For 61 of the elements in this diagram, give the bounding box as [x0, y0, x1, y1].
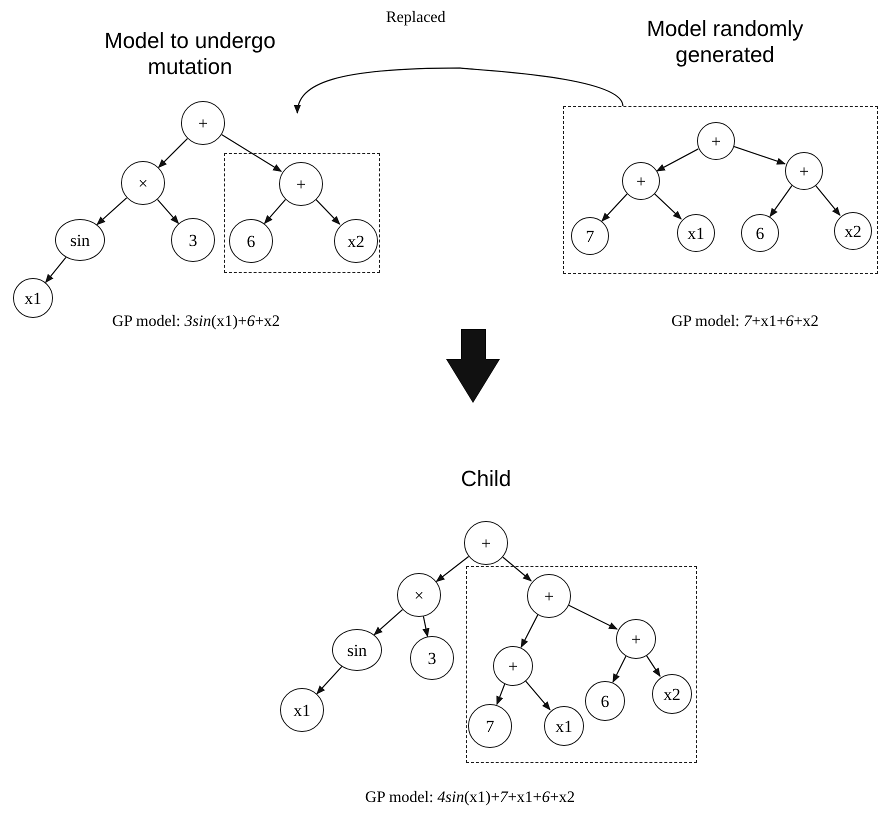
dashed-subtree-box	[563, 106, 878, 274]
arrow	[814, 184, 841, 216]
tree-node-circle: +	[785, 152, 823, 190]
arrow	[502, 556, 532, 582]
tree-node-circle: 6	[229, 219, 273, 263]
tree-node-circle: 3	[410, 636, 454, 680]
arrow	[45, 256, 66, 284]
tree-node-circle: ×	[121, 161, 165, 205]
tree-node-circle: x1	[13, 278, 53, 318]
arrow	[436, 556, 469, 582]
model-formula: GP model: 3sin(x1)+6+x2	[111, 312, 281, 332]
tree-node-circle: +	[493, 646, 533, 686]
tree-node-circle: x1	[677, 214, 715, 252]
tree-node-circle: +	[616, 619, 656, 659]
tree-heading: Model randomly generated	[646, 16, 804, 68]
tree-node-circle: sin	[332, 629, 382, 671]
tree-node-circle: 6	[741, 214, 779, 252]
arrow	[374, 609, 403, 636]
arrow	[612, 656, 627, 683]
arrow	[157, 199, 180, 224]
arrow	[732, 146, 786, 165]
arrow	[645, 654, 661, 678]
arrow	[653, 192, 682, 220]
tree-node-circle: +	[279, 162, 323, 206]
tree-node-circle: 7	[468, 704, 512, 748]
arrow	[264, 199, 286, 224]
tree-node-circle: x2	[334, 219, 378, 263]
arrow	[496, 683, 506, 706]
arrow	[221, 134, 282, 172]
tree-node-circle: 7	[571, 217, 609, 255]
tree-node-circle: x2	[652, 674, 692, 714]
arrow	[314, 198, 340, 225]
tree-node-circle: ×	[397, 573, 441, 617]
arrow	[96, 197, 128, 226]
tree-heading: Model to undergo mutation	[103, 28, 277, 80]
arrow	[769, 185, 792, 218]
arrow	[601, 194, 628, 222]
dashed-subtree-box	[224, 153, 380, 273]
tree-node-circle: +	[181, 101, 225, 145]
tree-heading: Child	[460, 466, 512, 492]
tree-node-circle: +	[697, 122, 735, 160]
tree-node-circle: +	[622, 162, 660, 200]
model-formula: GP model: 7+x1+6+x2	[670, 312, 820, 332]
tree-node-circle: x1	[280, 688, 324, 732]
arrow	[567, 604, 618, 630]
tree-node-circle: +	[527, 574, 571, 618]
arrow	[520, 614, 538, 648]
arrow	[158, 138, 188, 168]
tree-node-circle: 3	[171, 218, 215, 262]
arrow	[656, 148, 699, 172]
tree-node-circle: sin	[55, 219, 105, 261]
tree-node-circle: +	[464, 521, 508, 565]
arrow	[294, 67, 624, 114]
dashed-subtree-box	[466, 566, 697, 763]
arrow	[316, 666, 342, 694]
tree-node-circle: x1	[544, 706, 584, 746]
model-formula: GP model: 4sin(x1)+7+x1+6+x2	[364, 788, 576, 808]
tree-node-circle: x2	[834, 212, 872, 250]
tree-node-circle: 6	[585, 681, 625, 721]
arrow	[422, 616, 430, 638]
arrow	[524, 680, 551, 710]
